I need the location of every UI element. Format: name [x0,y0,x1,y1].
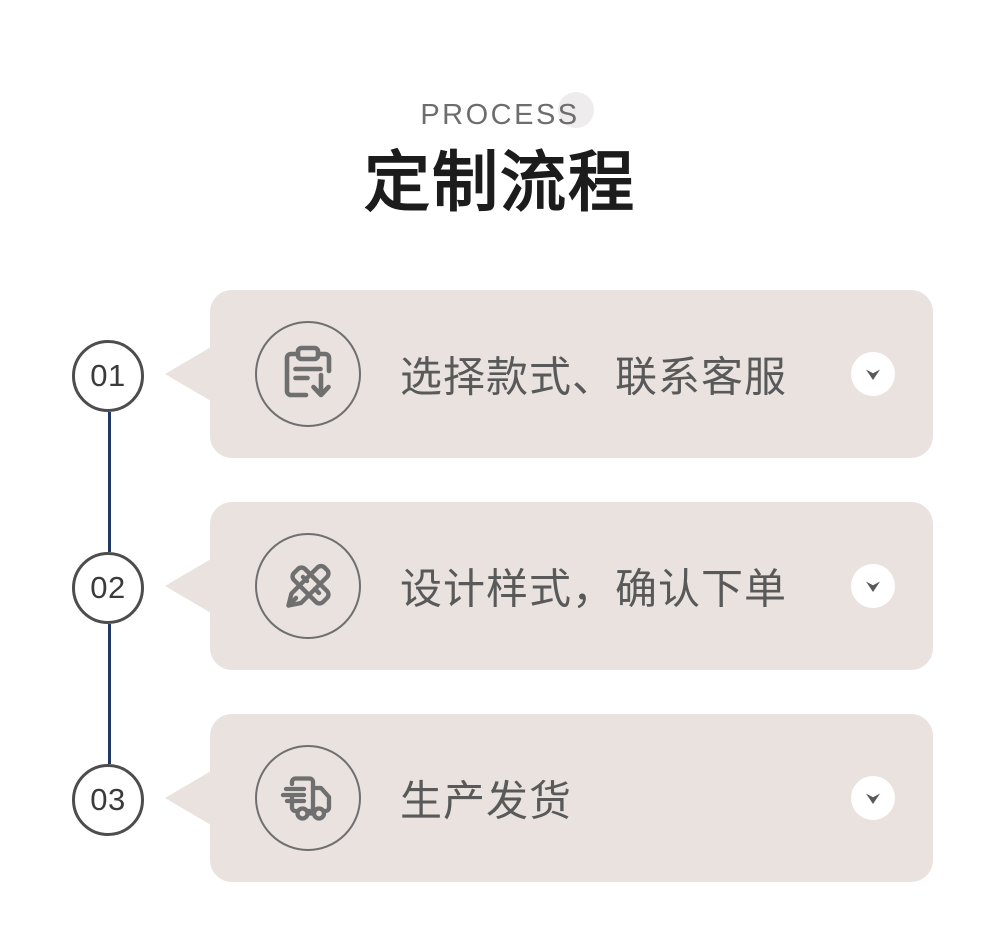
decorative-circle [558,92,594,128]
step-badge-02[interactable]: 02 [72,552,144,624]
clipboard-download-icon [255,321,361,427]
step-label-01: 选择款式、联系客服 [400,353,788,401]
chevron-down-icon [866,369,880,380]
card-pointer-02 [165,559,211,613]
chevron-down-icon [866,793,880,804]
pencil-ruler-icon [255,533,361,639]
section-eyebrow: PROCESS [420,99,580,131]
connector-line-1-2 [108,412,111,552]
chevron-down-icon [866,581,880,592]
step-rail: 01 02 03 [0,0,210,936]
step-card-03[interactable]: 生产发货 [165,714,933,882]
connector-line-2-3 [108,624,111,764]
step-badge-01[interactable]: 01 [72,340,144,412]
step-badge-02-number: 02 [90,570,126,605]
step-card-02[interactable]: 设计样式，确认下单 [165,502,933,670]
step-label-03: 生产发货 [400,777,573,825]
expand-toggle-02[interactable] [851,564,895,608]
step-badge-03[interactable]: 03 [72,764,144,836]
delivery-truck-icon [255,745,361,851]
step-label-02: 设计样式，确认下单 [400,565,788,613]
page-title: 定制流程 [364,145,636,219]
card-pointer-03 [165,771,211,825]
card-pointer-01 [165,347,211,401]
step-badge-01-number: 01 [90,358,126,393]
expand-toggle-01[interactable] [851,352,895,396]
step-badge-03-number: 03 [90,782,126,817]
step-card-01[interactable]: 选择款式、联系客服 [165,290,933,458]
expand-toggle-03[interactable] [851,776,895,820]
